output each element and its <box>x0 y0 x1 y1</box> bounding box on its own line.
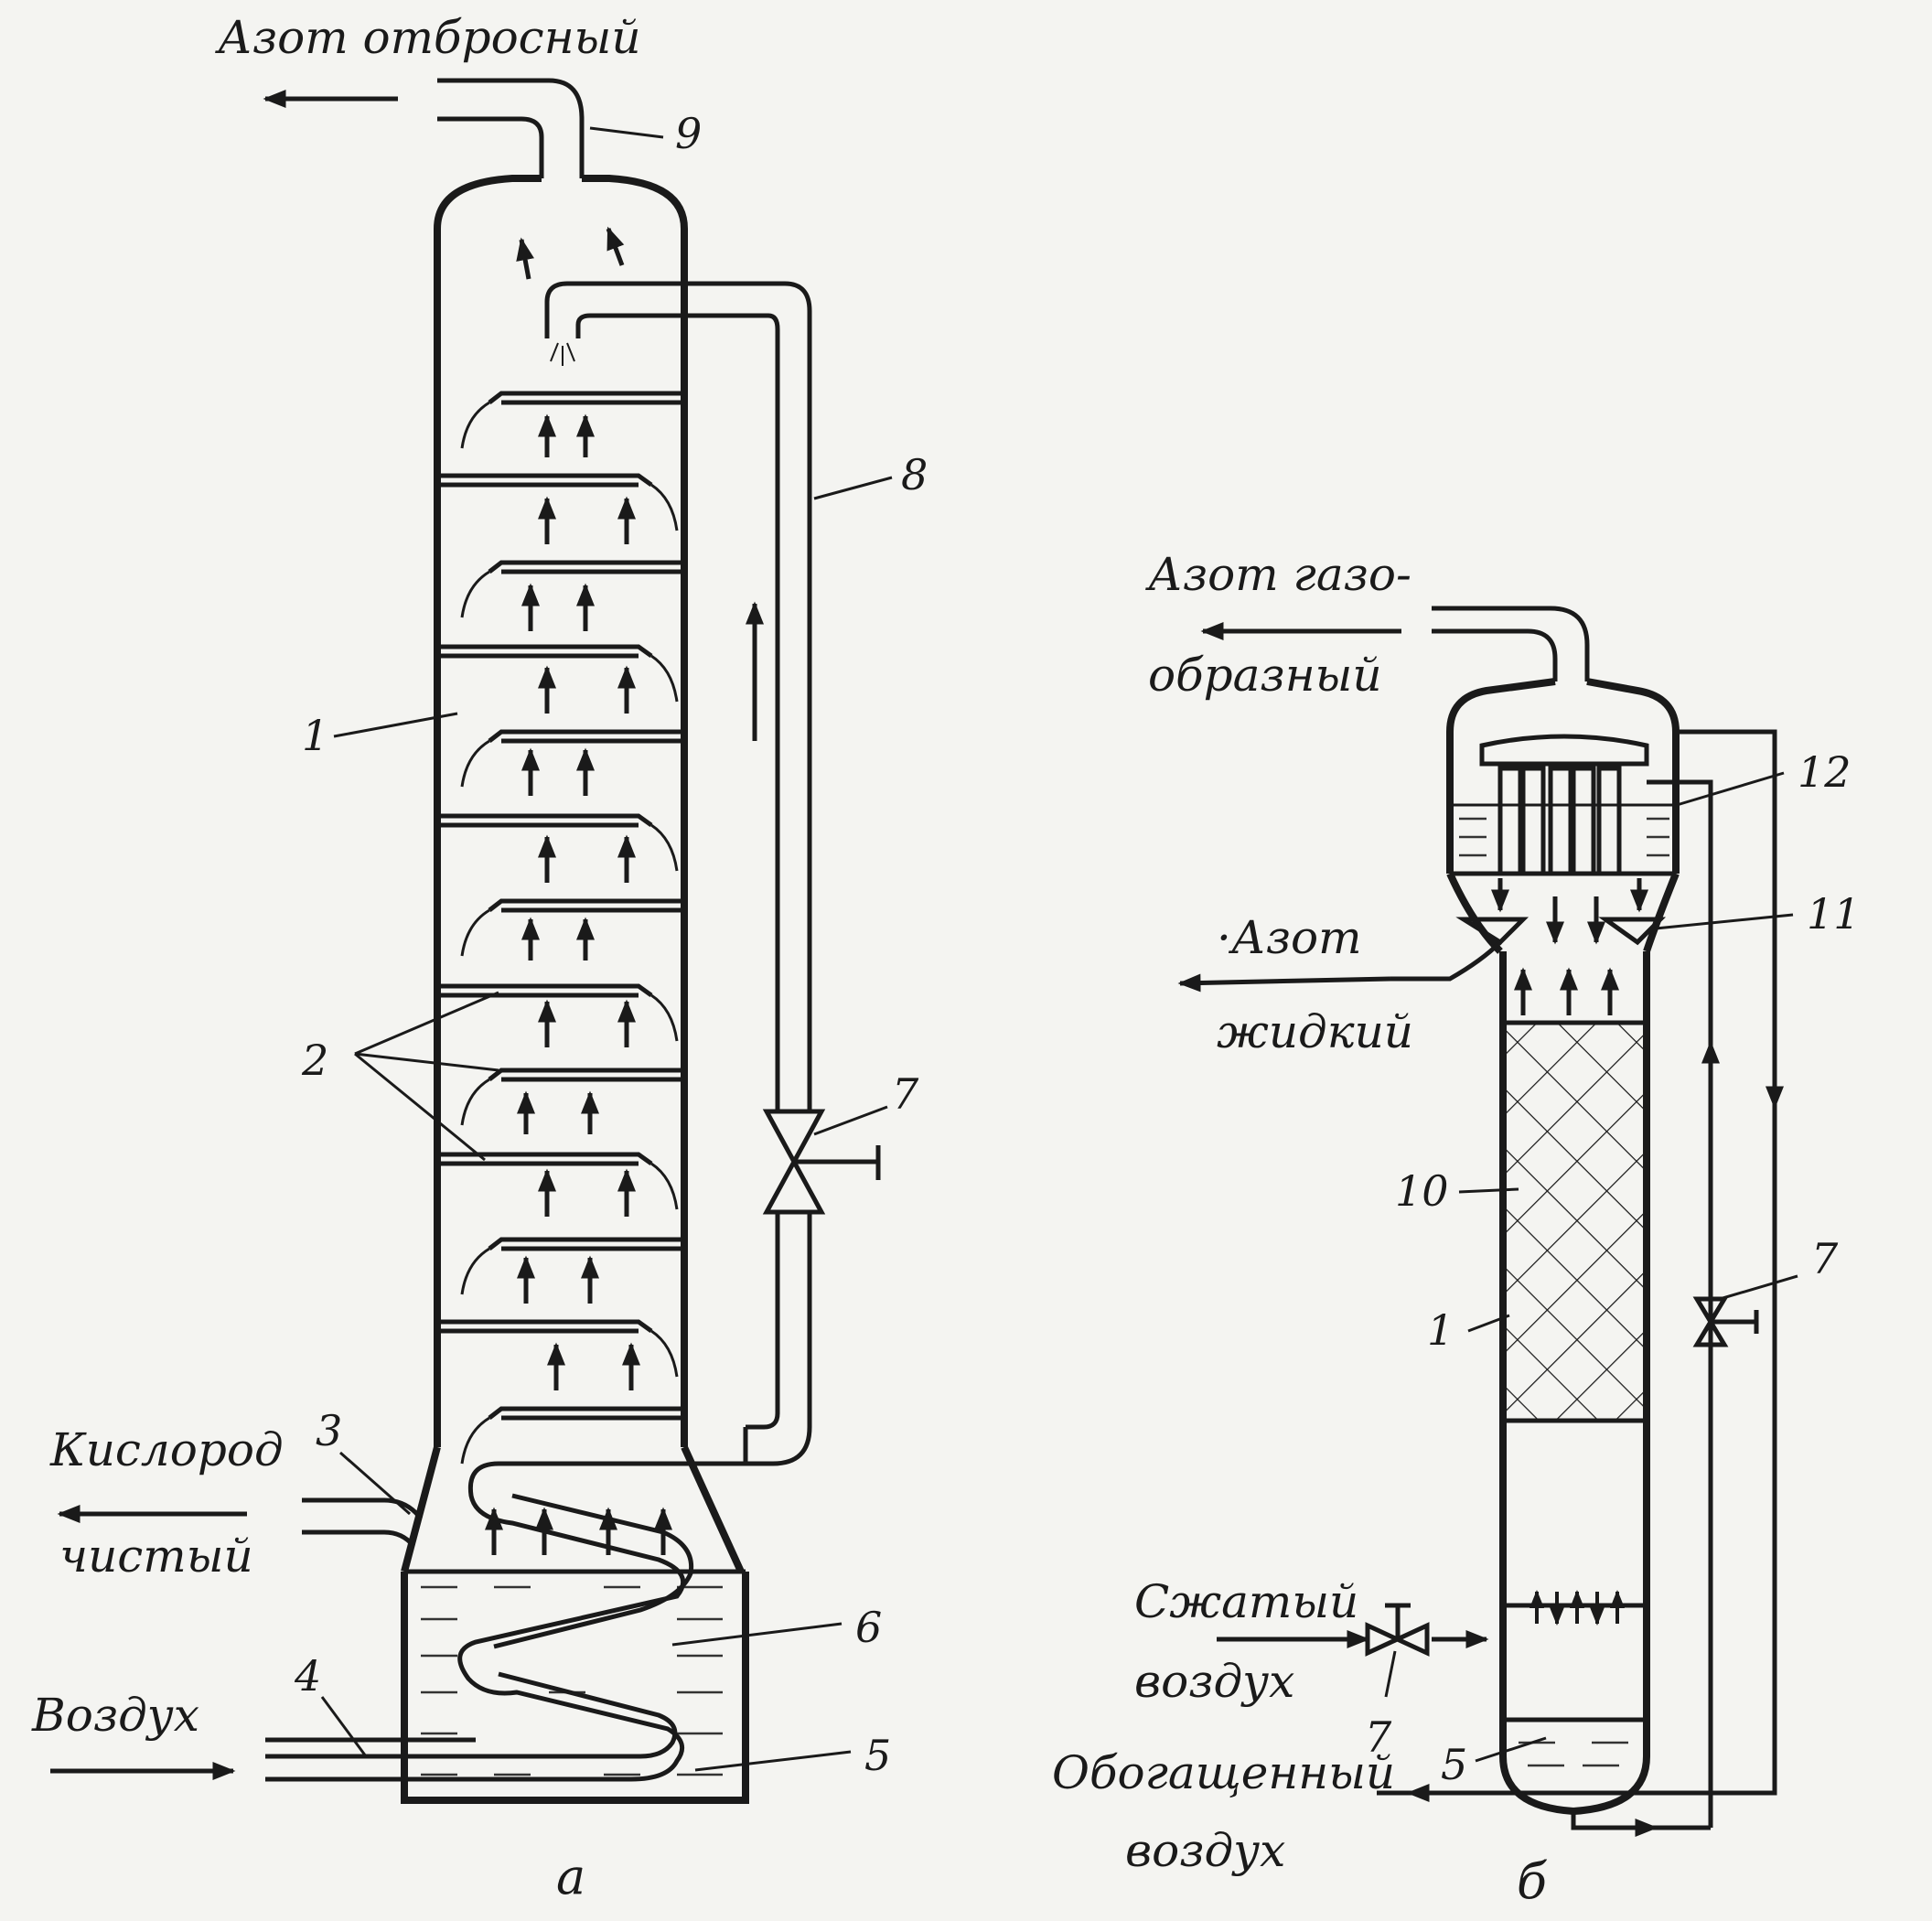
tray <box>460 898 684 957</box>
oxygen-outlet-3 <box>57 1497 423 1548</box>
label-air: Воздух <box>31 1689 199 1742</box>
label-nitrogen-gas-line1: Азот газо- <box>1145 548 1411 601</box>
label-compressed-air-line1: Сжатый <box>1134 1575 1358 1628</box>
tray <box>460 1237 684 1295</box>
label-compressed-air-line2: воздух <box>1134 1655 1294 1708</box>
leaders-a <box>320 126 893 1772</box>
callout-7-b-bottom: 7 <box>1365 1712 1392 1762</box>
valve-7-b-right <box>1692 1296 1759 1347</box>
callout-12-b: 12 <box>1798 747 1852 797</box>
label-enriched-air-line2: воздух <box>1125 1824 1285 1877</box>
label-nitrogen-gas-line2: образный <box>1148 649 1382 702</box>
label-enriched-air-line1: Обогащенный <box>1052 1746 1395 1799</box>
reflux-pipe-8 <box>544 281 812 1466</box>
label-waste-nitrogen: Азот отбросный <box>215 11 641 64</box>
callout-5-a: 5 <box>864 1731 891 1780</box>
tray <box>437 1152 679 1210</box>
tray <box>460 1406 684 1465</box>
compressed-air-inlet <box>1217 1603 1489 1657</box>
callout-8-a: 8 <box>901 450 928 499</box>
tray <box>437 813 679 872</box>
packed-column-10 <box>1499 951 1650 1756</box>
air-inlet-4 <box>50 1737 412 1782</box>
label-oxygen-line1: Кислород <box>49 1423 284 1476</box>
tray <box>437 983 679 1042</box>
tray <box>437 644 679 703</box>
tray <box>437 473 679 531</box>
label-nitrogen-liquid-line2: жидкий <box>1217 1005 1413 1058</box>
tray <box>460 560 684 618</box>
still-liquid <box>421 1585 723 1776</box>
diagram-a: Азот отбросный Кислород чистый Воздух а … <box>31 11 928 1905</box>
vapor-arrows-a <box>485 226 672 1555</box>
collectors-11 <box>1177 872 1680 993</box>
caption-a: а <box>556 1848 585 1905</box>
tray <box>460 1068 684 1126</box>
callout-7-b-right: 7 <box>1811 1234 1839 1283</box>
tray <box>460 391 684 449</box>
callout-11-b: 11 <box>1807 889 1861 939</box>
label-oxygen-line2: чистый <box>59 1529 253 1583</box>
tray <box>437 1319 679 1378</box>
callout-6-a: 6 <box>855 1603 882 1652</box>
callout-9-a: 9 <box>675 109 702 158</box>
column-b-bottom <box>1499 779 1720 1837</box>
valve-7-a <box>762 1109 881 1215</box>
caption-b: б <box>1517 1852 1548 1910</box>
coil-6 <box>265 1427 748 1782</box>
column-a-shell <box>401 78 749 1804</box>
trays-a <box>437 391 684 1465</box>
callout-10-b: 10 <box>1395 1166 1449 1216</box>
tray <box>460 729 684 788</box>
callout-4-a: 4 <box>294 1651 321 1701</box>
callout-2-a: 2 <box>301 1036 328 1085</box>
callout-5-b: 5 <box>1441 1740 1467 1789</box>
diagram-b: Азот газо- образный ·Азот жидкий Сжатый … <box>1052 548 1861 1910</box>
callout-3-a: 3 <box>316 1406 342 1455</box>
callout-1-b: 1 <box>1427 1305 1454 1355</box>
column-b-top <box>1200 606 1784 1802</box>
label-nitrogen-liquid-line1: ·Азот <box>1217 911 1362 964</box>
callout-7-a: 7 <box>892 1069 919 1119</box>
leaders-b <box>1384 771 1798 1763</box>
callout-1-a: 1 <box>302 711 328 760</box>
